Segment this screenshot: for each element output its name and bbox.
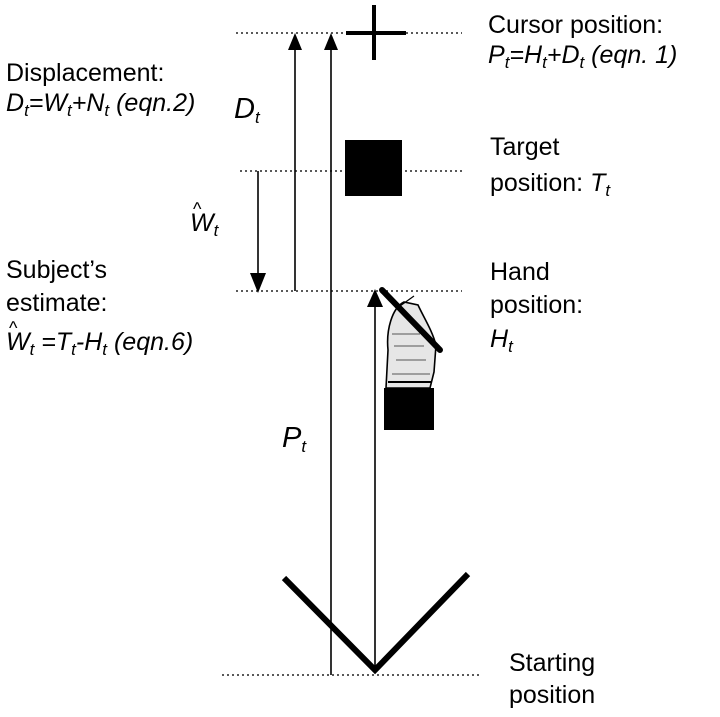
eqn-op: -: [75, 328, 85, 356]
target-label-line2: position: Tt: [490, 168, 610, 206]
eqn-op: +: [546, 41, 562, 69]
eqn-suffix: (eqn.2): [109, 89, 196, 117]
pt-arrow-head: [324, 33, 338, 50]
eqn-term: P: [488, 41, 505, 69]
eqn-term: D: [6, 89, 25, 117]
eqn-op: +: [71, 89, 87, 117]
eqn-subscript: t: [102, 340, 108, 359]
subject-eqn: Wt =Tt-Ht (eqn.6): [6, 313, 194, 365]
what-label: Wt: [190, 194, 219, 246]
dt-arrow-head: [288, 33, 302, 50]
eqn-term: D: [561, 41, 580, 69]
displacement-title: Displacement:: [6, 59, 165, 87]
eqn-op: =: [28, 89, 44, 117]
eqn-term: H: [84, 328, 103, 356]
hand-holding-pen-icon: [379, 287, 443, 430]
eqn-suffix: (eqn. 1): [584, 41, 678, 69]
hand-subscript: t: [508, 337, 513, 356]
eqn-subscript: t: [104, 101, 110, 120]
eqn-term: T: [55, 328, 72, 356]
what-arrow-head: [250, 273, 266, 293]
hand-arrow-head: [367, 289, 383, 307]
eqn-term: H: [524, 41, 543, 69]
eqn-subscript: t: [67, 101, 72, 120]
v-shape-starting-marker: [281, 571, 471, 675]
hand-label-line1: Hand: [490, 258, 550, 286]
hand-symbol: H: [490, 325, 509, 353]
starting-label-line1: Starting: [509, 649, 596, 677]
dt-subscript: t: [254, 108, 260, 127]
pt-subscript: t: [301, 437, 307, 456]
eqn-subscript: t: [579, 53, 585, 72]
subject-label-line1: Subject’s: [6, 256, 107, 284]
what-subscript: t: [213, 221, 219, 240]
hand-label-line3: Ht: [490, 324, 513, 362]
target-label-line1: Target: [490, 133, 560, 161]
cursor-position-title: Cursor position:: [488, 11, 664, 39]
target-square-icon: [345, 140, 402, 196]
displacement-eqn: Dt=Wt+Nt (eqn.2): [6, 88, 195, 126]
pt-label: Pt: [282, 423, 306, 462]
eqn-term: N: [86, 89, 105, 117]
what-symbol: W: [190, 194, 214, 239]
eqn-suffix: (eqn.6): [107, 328, 194, 356]
eqn-subscript: t: [24, 101, 29, 120]
eqn-subscript: t: [504, 53, 510, 72]
dt-symbol: D: [234, 93, 255, 125]
starting-label-line2: position: [509, 681, 596, 709]
eqn-term: W: [6, 313, 30, 358]
dt-label: Dt: [234, 94, 260, 133]
target-symbol: T: [590, 169, 606, 197]
target-subscript: t: [605, 181, 611, 200]
crosshair-cursor-icon: [346, 5, 406, 60]
eqn-subscript: t: [542, 53, 547, 72]
eqn-subscript: t: [71, 340, 76, 359]
subject-label-line2: estimate:: [6, 289, 108, 317]
cursor-position-eqn: Pt=Ht+Dt (eqn. 1): [488, 40, 677, 78]
hand-label-line2: position:: [490, 291, 584, 319]
pt-symbol: P: [282, 422, 302, 454]
target-label-prefix: position:: [490, 169, 591, 197]
eqn-subscript: t: [29, 340, 35, 359]
eqn-term: W: [43, 89, 68, 117]
eqn-op: =: [509, 41, 525, 69]
eqn-op: =: [34, 328, 56, 356]
